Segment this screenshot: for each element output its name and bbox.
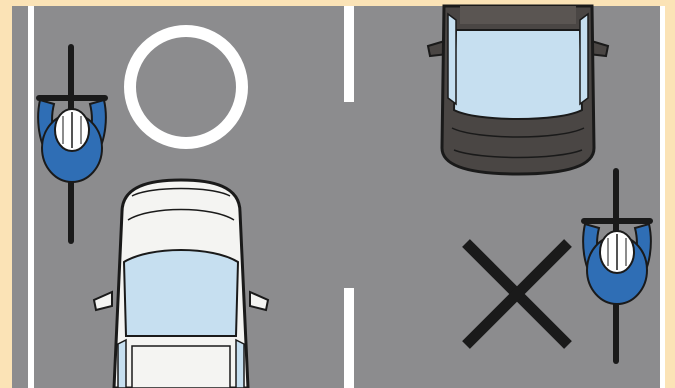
dark-car-icon [428, 6, 608, 174]
right-edge-line [660, 6, 665, 388]
left-edge-line [28, 6, 34, 388]
